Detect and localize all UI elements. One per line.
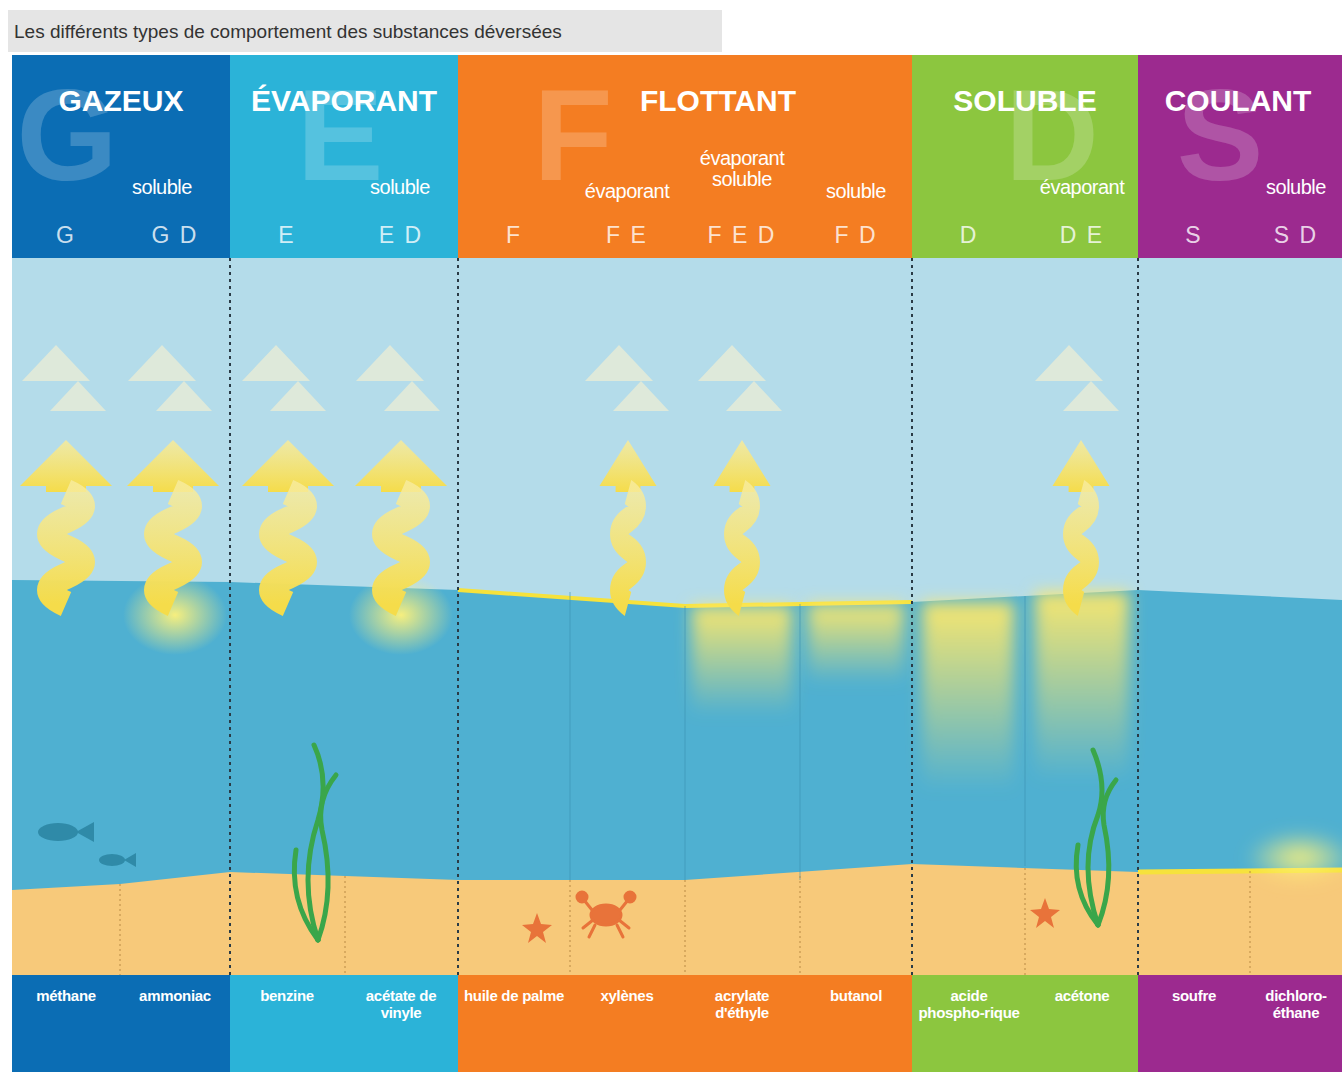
category-band: SOLUBLEDévaporantDD E (912, 55, 1138, 258)
category-band: ÉVAPORANTEsolubleEE D (230, 55, 458, 258)
diagram-title: Les différents types de comportement des… (14, 22, 562, 41)
substance-band: méthane ammoniac (12, 975, 230, 1072)
behaviour-label: évaporant (1027, 177, 1137, 198)
behaviour-code: F (484, 223, 544, 247)
substance-name: butanol (804, 987, 908, 1004)
behaviour-code: F E D (687, 223, 797, 247)
substance-name: acrylate d'éthyle (690, 987, 794, 1022)
behaviour-code: G (36, 223, 96, 247)
band-heading: SOLUBLE (915, 85, 1135, 117)
substance-name: acétate de vinyle (349, 987, 453, 1022)
behaviour-label: évaporant soluble (690, 148, 794, 190)
behaviour-code: E D (356, 223, 446, 247)
band-heading: FLOTTANT (568, 85, 868, 117)
behaviour-code: S D (1251, 223, 1341, 247)
behaviour-label: soluble (801, 181, 911, 202)
substance-band: benzine acétate de vinyle (230, 975, 458, 1072)
band-heading: COULANT (1139, 85, 1337, 117)
behaviour-label: soluble (345, 177, 455, 198)
behaviour-label: évaporant (572, 181, 682, 202)
behaviour-label: soluble (107, 177, 217, 198)
substance-name: méthane (16, 987, 116, 1004)
behaviour-label: soluble (1251, 177, 1341, 198)
behaviour-code: D E (1037, 223, 1127, 247)
category-band: COULANTSsolubleSS D (1138, 55, 1342, 258)
substance-name: acide phospho-rique (917, 987, 1021, 1022)
category-band: FLOTTANT Févaporant évaporant soluble solub… (458, 55, 912, 258)
substance-name: ammoniac (125, 987, 225, 1004)
substance-name: huile de palme (462, 987, 566, 1004)
substance-name: benzine (235, 987, 339, 1004)
band-heading: ÉVAPORANT (234, 85, 454, 117)
substance-name: dichloro-éthane (1253, 987, 1339, 1022)
behaviour-code: E (257, 223, 317, 247)
behaviour-code: D (939, 223, 999, 247)
substance-name: xylènes (575, 987, 679, 1004)
category-band: GAZEUXGsolubleGG D (12, 55, 230, 258)
substance-name: acétone (1030, 987, 1134, 1004)
band-heading: GAZEUX (16, 85, 226, 117)
substance-band: acide phospho-rique acétone (912, 975, 1138, 1072)
behaviour-code: G D (130, 223, 220, 247)
behaviour-code: S (1164, 223, 1224, 247)
behaviour-code: F D (811, 223, 901, 247)
substance-name: soufre (1144, 987, 1244, 1004)
substance-band: soufre dichloro-éthane (1138, 975, 1342, 1072)
substance-band: huile de palme xylènes acrylate d'éthyle bu… (458, 975, 912, 1072)
behaviour-code: F E (582, 223, 672, 247)
